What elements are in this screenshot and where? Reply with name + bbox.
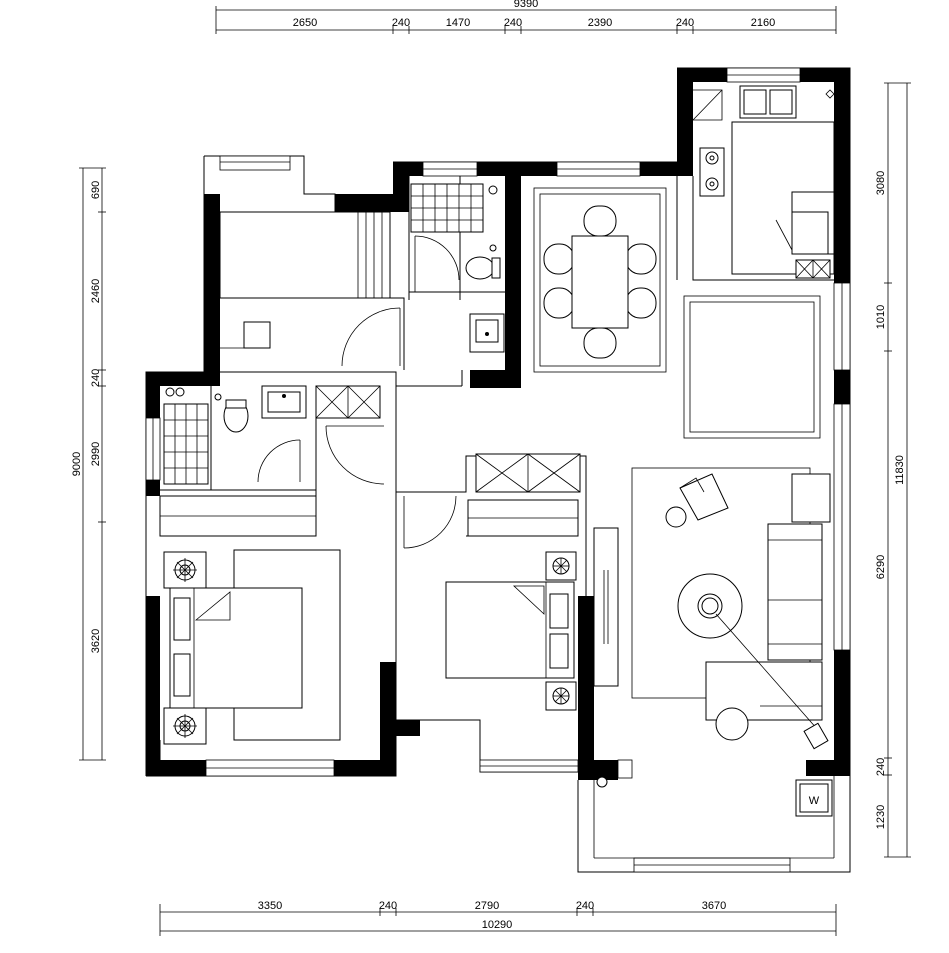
walls bbox=[146, 68, 850, 780]
right-dim-4: 240 bbox=[875, 758, 887, 776]
master-bathroom bbox=[410, 183, 505, 353]
dining-area bbox=[533, 187, 667, 373]
armchair bbox=[679, 473, 729, 521]
chair-icon bbox=[543, 287, 575, 319]
right-dim-2: 1010 bbox=[875, 305, 887, 329]
top-dim-1: 2650 bbox=[293, 17, 317, 29]
left-dim-2: 2460 bbox=[90, 279, 102, 303]
dining-rug bbox=[533, 187, 667, 373]
desk bbox=[243, 321, 271, 349]
top-dimensions: 9390 2650 240 1470 240 2390 240 2160 bbox=[215, 0, 837, 34]
chair-icon bbox=[583, 327, 617, 359]
kitchen bbox=[692, 85, 835, 279]
top-dim-2: 240 bbox=[392, 17, 410, 29]
bottom-dim-1: 3350 bbox=[258, 900, 282, 912]
pillow-icon bbox=[549, 633, 569, 669]
floor-lamp-head bbox=[803, 722, 829, 750]
stool bbox=[665, 506, 687, 528]
chair-icon bbox=[625, 243, 657, 275]
bottom-dimensions: 3350 240 2790 240 3670 10290 bbox=[159, 900, 837, 936]
balcony: W bbox=[593, 759, 835, 859]
left-bedroom bbox=[159, 495, 341, 745]
left-total-dimension: 9000 bbox=[71, 452, 83, 476]
top-total-dimension: 9390 bbox=[514, 0, 538, 10]
top-dim-3: 1470 bbox=[446, 17, 470, 29]
right-dim-5: 1230 bbox=[875, 805, 887, 829]
master-bedroom bbox=[219, 211, 391, 349]
side-table bbox=[791, 473, 831, 523]
left-dim-5: 3620 bbox=[90, 629, 102, 653]
shower-head-icon bbox=[488, 185, 498, 195]
left-dim-4: 2990 bbox=[90, 442, 102, 466]
pillow-icon bbox=[173, 653, 191, 697]
chair-icon bbox=[583, 205, 617, 237]
top-dim-7: 2160 bbox=[751, 17, 775, 29]
windows bbox=[145, 67, 851, 873]
tv-cabinet bbox=[593, 527, 619, 687]
bottom-dim-4: 240 bbox=[576, 900, 594, 912]
right-dimensions: 3080 1010 6290 240 1230 11830 bbox=[875, 82, 911, 858]
svg-text:W: W bbox=[809, 795, 820, 807]
bottom-dim-3: 2790 bbox=[475, 900, 499, 912]
right-dim-3: 6290 bbox=[875, 555, 887, 579]
top-dim-4: 240 bbox=[504, 17, 522, 29]
bottom-dim-5: 3670 bbox=[702, 900, 726, 912]
sofa bbox=[767, 523, 823, 661]
toilet-icon bbox=[465, 256, 495, 280]
top-dim-6: 240 bbox=[676, 17, 694, 29]
left-dim-3: 240 bbox=[90, 369, 102, 387]
pillow-icon bbox=[173, 597, 191, 641]
foyer-rug bbox=[683, 295, 821, 439]
left-dim-1: 690 bbox=[90, 181, 102, 199]
pillow-icon bbox=[549, 593, 569, 629]
floor-lamp bbox=[715, 707, 749, 741]
bottom-dim-2: 240 bbox=[379, 900, 397, 912]
living-room bbox=[593, 467, 831, 750]
chair-icon bbox=[625, 287, 657, 319]
wardrobe-top bbox=[219, 211, 391, 299]
chair-icon bbox=[543, 243, 575, 275]
right-dim-1: 3080 bbox=[875, 171, 887, 195]
bottom-total-dimension: 10290 bbox=[482, 919, 513, 931]
right-total-dimension: 11830 bbox=[894, 455, 906, 485]
middle-bedroom bbox=[445, 453, 581, 711]
top-dim-5: 2390 bbox=[588, 17, 612, 29]
left-dimensions: 9000 690 2460 240 2990 3620 bbox=[71, 167, 106, 761]
second-bathroom bbox=[163, 385, 381, 485]
doors bbox=[257, 235, 460, 549]
